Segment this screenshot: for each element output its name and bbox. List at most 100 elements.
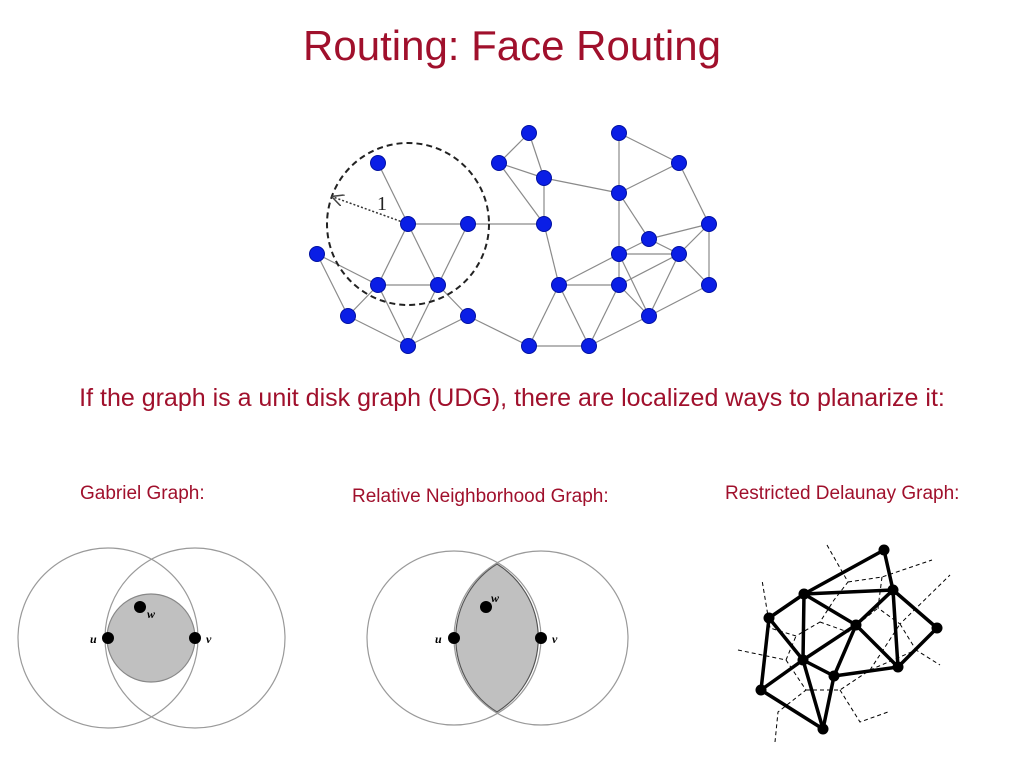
udg-node (370, 277, 386, 293)
gabriel-point-v (189, 632, 201, 644)
rdg-edge (801, 623, 858, 662)
rdg-node (931, 622, 943, 634)
rdg-edge (854, 623, 900, 669)
rdg-node (763, 612, 775, 624)
udg-node (521, 338, 537, 354)
unit-radius-arrow (333, 197, 409, 225)
udg-edge (377, 284, 409, 347)
udg-edge (648, 253, 680, 317)
rdg-edge (832, 623, 858, 678)
rdg-edge (759, 688, 825, 731)
udg-nodes (309, 125, 717, 354)
rdg-edge (891, 588, 900, 669)
udg-edge (558, 284, 590, 347)
rng-label-v: v (552, 632, 558, 646)
rdg-edge (821, 674, 836, 731)
rdg-label: Restricted Delaunay Graph: (725, 483, 960, 504)
rng-figure: u v w (366, 550, 629, 726)
udg-edge (648, 284, 710, 317)
udg-node (671, 155, 687, 171)
rdg-node (878, 544, 890, 556)
rdg-edge (801, 658, 825, 731)
rdg-edge (896, 626, 939, 669)
gabriel-label-u: u (90, 632, 97, 646)
rdg-node (798, 588, 810, 600)
udg-edge (316, 253, 379, 286)
rdg-edge (802, 592, 858, 627)
rdg-edge (767, 592, 806, 620)
udg-node (611, 185, 627, 201)
rdg-node (887, 584, 899, 596)
rdg-edge (801, 658, 836, 678)
rdg-edge (832, 665, 900, 678)
udg-edge (528, 284, 560, 347)
udg-node (536, 216, 552, 232)
rdg-edge (854, 588, 895, 627)
rdg-node (892, 661, 904, 673)
rng-label-u: u (435, 632, 442, 646)
unit-disk-circle (326, 142, 490, 306)
rdg-node (755, 684, 767, 696)
unit-radius-label: 1 (377, 193, 387, 215)
udg-edge (543, 223, 560, 286)
gabriel-point-w (134, 601, 146, 613)
udg-edge (678, 162, 710, 225)
udg-node (400, 216, 416, 232)
rdg-edge (882, 548, 895, 592)
rdg-nodes (755, 544, 943, 735)
rdg-edge (802, 588, 895, 596)
udg-node (611, 277, 627, 293)
udg-edge (467, 315, 530, 347)
udg-node (641, 308, 657, 324)
slide-title: Routing: Face Routing (303, 22, 721, 69)
gabriel-label-w: w (147, 607, 156, 621)
udg-edge (377, 223, 409, 286)
udg-edge (498, 162, 545, 225)
udg-edge (407, 223, 439, 286)
udg-node (611, 125, 627, 141)
slide-subtitle: If the graph is a unit disk graph (UDG),… (79, 384, 945, 412)
udg-edge (588, 315, 650, 347)
udg-node (491, 155, 507, 171)
udg-node (611, 246, 627, 262)
gabriel-point-u (102, 632, 114, 644)
udg-edge (618, 192, 650, 240)
udg-node (671, 246, 687, 262)
gabriel-graph-label: Gabriel Graph: (80, 483, 205, 504)
udg-node (309, 246, 325, 262)
udg-node (641, 231, 657, 247)
rdg-edge (801, 592, 806, 662)
udg-node (551, 277, 567, 293)
udg-node (460, 308, 476, 324)
udg-edge (618, 132, 680, 164)
rdg-node (850, 619, 862, 631)
udg-node (521, 125, 537, 141)
udg-node (701, 277, 717, 293)
rdg-edges (759, 548, 939, 731)
rdg-edge (759, 658, 805, 692)
udg-edge (543, 177, 620, 194)
rdg-edge (767, 616, 805, 662)
udg-node (701, 216, 717, 232)
udg-edge (437, 223, 469, 286)
udg-edge (347, 315, 409, 347)
udg-node (400, 338, 416, 354)
rdg-node (817, 723, 829, 735)
rng-label-w: w (491, 591, 500, 605)
rng-point-w (480, 601, 492, 613)
rng-label: Relative Neighborhood Graph: (352, 486, 609, 507)
rng-point-u (448, 632, 460, 644)
udg-edge (618, 253, 650, 317)
gabriel-graph-figure: u v w (17, 547, 286, 729)
rdg-node (828, 670, 840, 682)
udg-edge (558, 253, 620, 286)
udg-edge (618, 162, 680, 194)
udg-edge (588, 284, 620, 347)
udg-edge (618, 253, 680, 286)
udg-network-diagram: 1 (309, 125, 717, 354)
udg-edge (648, 223, 710, 240)
rdg-node (797, 654, 809, 666)
udg-edge (316, 253, 349, 317)
udg-node (370, 155, 386, 171)
rng-point-v (535, 632, 547, 644)
